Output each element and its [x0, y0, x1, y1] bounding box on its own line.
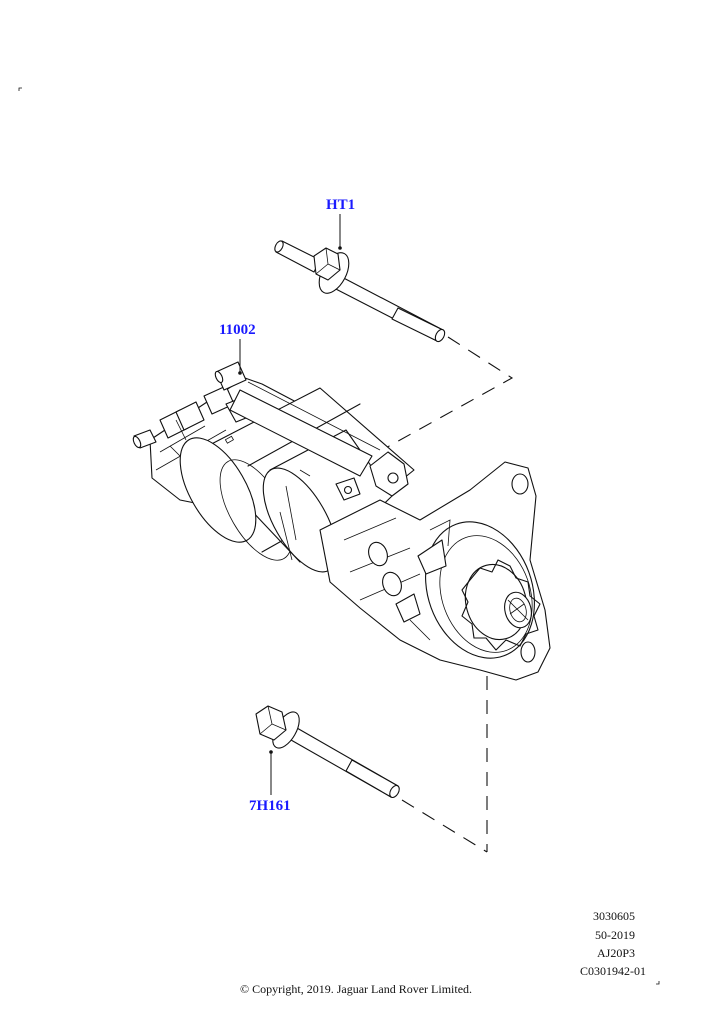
- copyright-notice: © Copyright, 2019. Jaguar Land Rover Lim…: [239, 982, 473, 996]
- bottom-bolt-leader-dot: [269, 750, 273, 754]
- starter-motor-leader-dot: [238, 371, 242, 375]
- illustration-date: 50-2019: [595, 928, 635, 942]
- callout-7h161[interactable]: 7H161: [249, 798, 291, 814]
- top-bolt-drawing: [274, 240, 446, 343]
- top-bolt-dashed-path: [381, 336, 514, 451]
- callout-11002[interactable]: 11002: [219, 322, 256, 338]
- corner-mark-bottom-right: [656, 981, 660, 985]
- starter-motor-drawing: [132, 361, 551, 681]
- illustration-number: 3030605: [593, 909, 635, 923]
- bottom-bolt-dashed-path: [401, 799, 488, 853]
- illustration-reference: C0301942-01: [580, 964, 646, 978]
- bottom-bolt-drawing: [255, 705, 400, 799]
- callout-ht1[interactable]: HT1: [326, 197, 356, 213]
- illustration-model-code: AJ20P3: [596, 946, 635, 960]
- top-bolt-leader-dot: [338, 246, 342, 250]
- corner-mark-top-left: [18, 87, 22, 91]
